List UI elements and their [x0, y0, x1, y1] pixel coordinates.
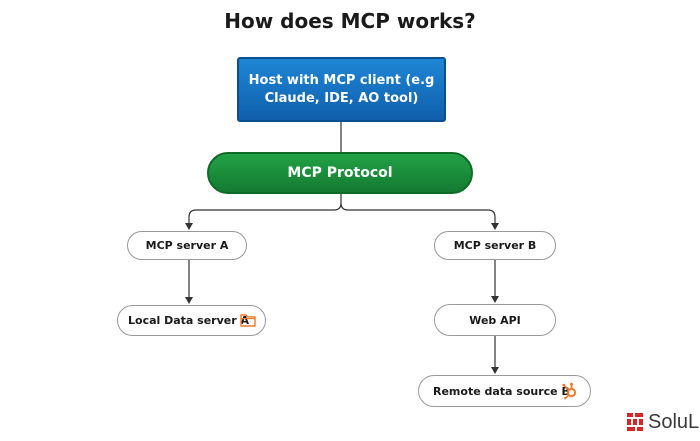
protocol-branch-line-b [340, 202, 499, 230]
diagram-title: How does MCP works? [224, 9, 476, 33]
folder-icon [240, 314, 256, 327]
host-node: Host with MCP client (e.g Claude, IDE, A… [237, 57, 446, 122]
web-api-node: Web API [434, 304, 556, 336]
remote-source-label: Remote data source B [433, 384, 570, 398]
local-data-node: Local Data server A [117, 305, 266, 336]
protocol-branch-line [185, 194, 342, 230]
host-label-line2: Claude, IDE, AO tool) [264, 90, 419, 106]
protocol-node: MCP Protocol [207, 152, 473, 194]
server-b-node: MCP server B [434, 231, 556, 260]
remote-source-node: Remote data source B [418, 375, 591, 407]
local-data-label: Local Data server A [128, 314, 250, 327]
brand-mark-icon [627, 413, 643, 431]
server-a-node: MCP server A [127, 231, 247, 260]
brand-text: SoluLa [648, 410, 700, 433]
brand-logo: SoluLa [626, 409, 700, 435]
hubspot-icon [562, 382, 577, 400]
host-label-line1: Host with MCP client (e.g [248, 72, 435, 88]
